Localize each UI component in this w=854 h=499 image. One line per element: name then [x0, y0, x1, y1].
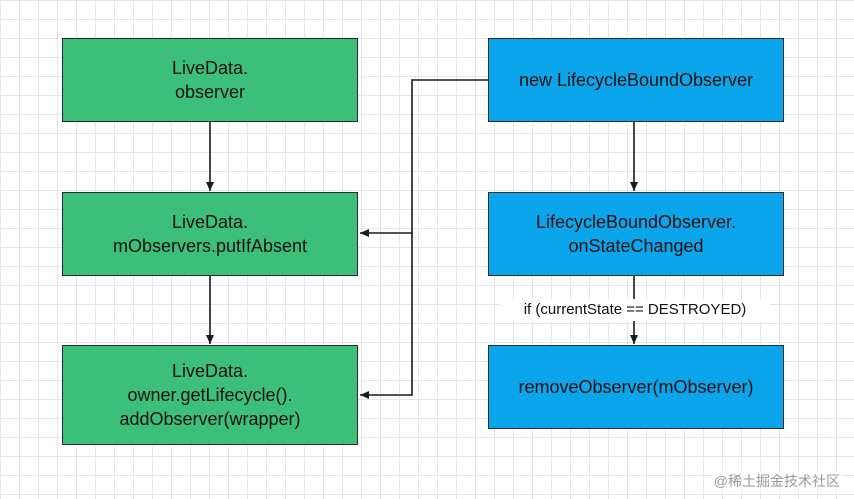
- node-text-line: LiveData.: [171, 361, 249, 381]
- node-onstatechanged: LifecycleBoundObserver. onStateChanged: [488, 192, 784, 276]
- arrow-branch-to-addobserver: [360, 233, 413, 399]
- node-removeobserver: removeObserver(mObserver): [488, 345, 784, 429]
- node-text-line: new LifecycleBoundObserver: [518, 70, 754, 90]
- node-owner-addobserver: LiveData. owner.getLifecycle(). addObser…: [62, 345, 358, 445]
- node-text-line: addObserver(wrapper): [119, 409, 301, 429]
- arrow-new-observer-to-putifabsent: [360, 79, 488, 237]
- node-text-line: owner.getLifecycle().: [127, 385, 293, 405]
- node-text-line: LiveData.: [171, 58, 249, 78]
- node-text-line: mObservers.putIfAbsent: [112, 236, 308, 256]
- node-text-line: LiveData.: [171, 212, 249, 232]
- node-new-lifecycleboundobserver: new LifecycleBoundObserver: [488, 38, 784, 122]
- edge-label-destroyed-condition: if (currentState == DESTROYED): [500, 299, 770, 321]
- watermark-text: @稀土掘金技术社区: [711, 471, 842, 491]
- node-text-line: observer: [174, 82, 246, 102]
- node-text-line: onStateChanged: [568, 236, 704, 256]
- node-mobservers-putifabsent: LiveData. mObservers.putIfAbsent: [62, 192, 358, 276]
- node-text-line: LifecycleBoundObserver.: [535, 212, 737, 232]
- node-livedata-observer: LiveData. observer: [62, 38, 358, 122]
- node-text-line: removeObserver(mObserver): [518, 377, 754, 397]
